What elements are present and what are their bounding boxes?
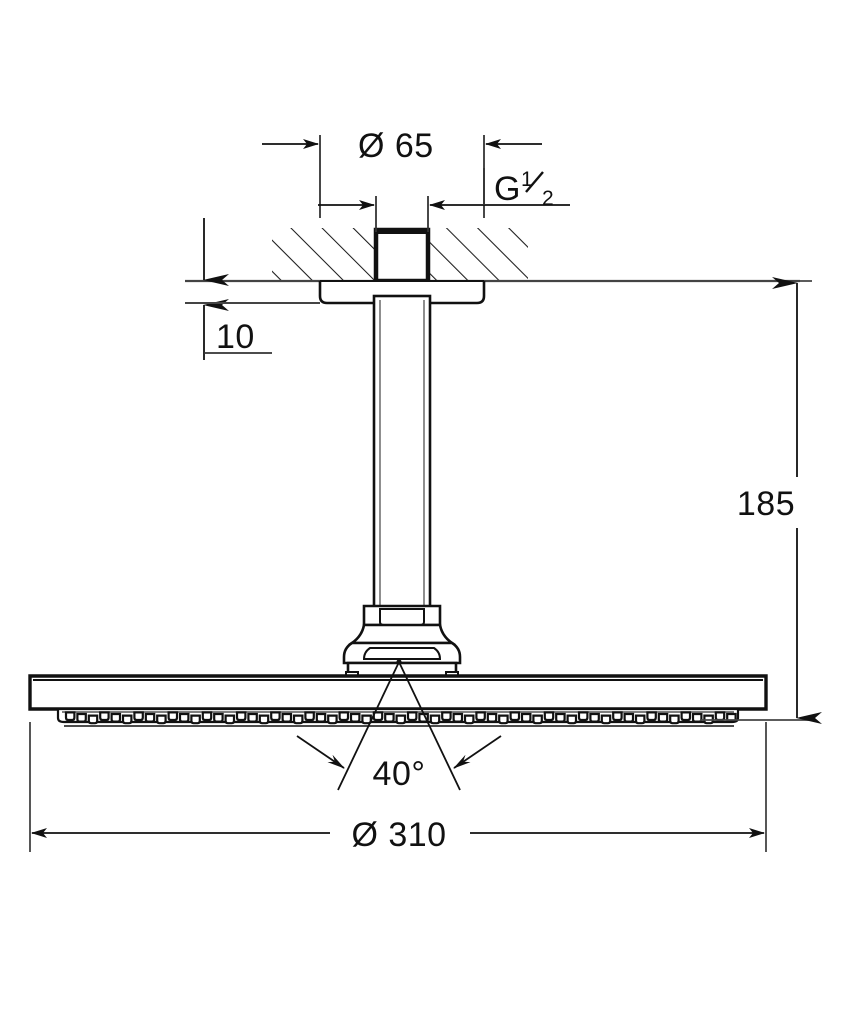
dimension-label-head-diameter: Ø 310: [351, 816, 446, 854]
nozzle: [520, 712, 532, 723]
nozzle: [486, 712, 498, 723]
dimension-spray-angle: 40°: [296, 659, 502, 793]
ceiling-hatch-left: [272, 228, 376, 280]
dimension-label-thread-numerator: 1: [521, 168, 533, 191]
dimension-flange-diameter: Ø 65: [262, 127, 542, 218]
nozzle: [87, 714, 99, 725]
shower-head-plate: [28, 674, 768, 727]
nozzle: [281, 712, 293, 723]
nozzle: [589, 712, 600, 723]
nozzle: [623, 712, 635, 723]
dimension-label-spray-angle: 40°: [373, 755, 426, 793]
nozzle: [372, 711, 384, 722]
nozzle: [201, 711, 213, 722]
nozzle: [669, 714, 680, 725]
nozzle: [292, 714, 304, 725]
nozzle: [532, 714, 543, 725]
dimension-flange-thickness: 10: [185, 218, 320, 360]
dimension-label-flange-thickness: 10: [216, 318, 255, 356]
dimension-label-thread-denominator: 2: [542, 187, 554, 210]
nozzle: [406, 711, 418, 722]
nozzle: [509, 711, 521, 722]
nozzle: [64, 711, 76, 722]
nozzle: [144, 712, 156, 723]
nozzle: [657, 712, 669, 723]
thread-stub: [373, 227, 431, 284]
nozzle: [224, 714, 236, 725]
nozzle: [156, 714, 167, 725]
nozzle: [247, 712, 258, 723]
nozzle: [133, 711, 144, 722]
nozzle: [463, 714, 475, 725]
nozzle: [384, 712, 395, 723]
spray-cone-ray-right: [398, 661, 461, 791]
nozzle: [475, 711, 486, 722]
dimension-label-thread-letter: G: [494, 170, 521, 208]
nozzle: [395, 714, 407, 725]
dimension-thread-size: G 1 2: [318, 168, 570, 232]
nozzle: [110, 712, 122, 723]
nozzle: [555, 712, 566, 723]
dimension-label-drop-height: 185: [737, 485, 795, 523]
nozzle: [566, 714, 578, 725]
nozzle: [543, 711, 555, 722]
ceiling-section: [185, 228, 800, 283]
fraction-slash: [525, 171, 544, 193]
nozzle: [646, 711, 657, 722]
nozzle: [235, 711, 247, 722]
nozzle: [634, 714, 646, 725]
nozzle: [258, 714, 270, 725]
nozzle: [190, 714, 201, 725]
nozzle: [429, 714, 441, 725]
nozzle: [213, 712, 224, 723]
nozzle: [441, 711, 452, 722]
nozzle: [304, 711, 315, 722]
dimension-drop-height: 185: [700, 277, 822, 724]
drop-pipe: [372, 294, 432, 610]
spray-angle-leader-right: [453, 735, 502, 769]
nozzle: [600, 714, 612, 725]
nozzle: [349, 712, 361, 723]
nozzle: [498, 714, 509, 725]
nozzle: [577, 711, 589, 722]
nozzle: [167, 711, 179, 722]
spray-cone-ray-left: [337, 661, 400, 791]
nozzle: [315, 712, 327, 723]
nozzle: [714, 711, 726, 722]
nozzle: [76, 712, 87, 723]
dimension-label-flange-diameter: Ø 65: [358, 127, 434, 165]
dimension-head-diameter: Ø 310: [29, 722, 767, 854]
nozzle: [327, 714, 338, 725]
nozzle: [680, 711, 692, 722]
spray-angle-leader-left: [296, 735, 345, 769]
nozzle: [452, 712, 464, 723]
nozzle: [99, 711, 110, 722]
nozzle: [121, 714, 133, 725]
ceiling-hatch-right: [428, 228, 528, 280]
nozzle: [338, 711, 350, 722]
ball-joint-connector: [342, 604, 462, 679]
nozzle: [270, 711, 281, 722]
nozzle: [178, 712, 190, 723]
nozzle: [612, 711, 623, 722]
